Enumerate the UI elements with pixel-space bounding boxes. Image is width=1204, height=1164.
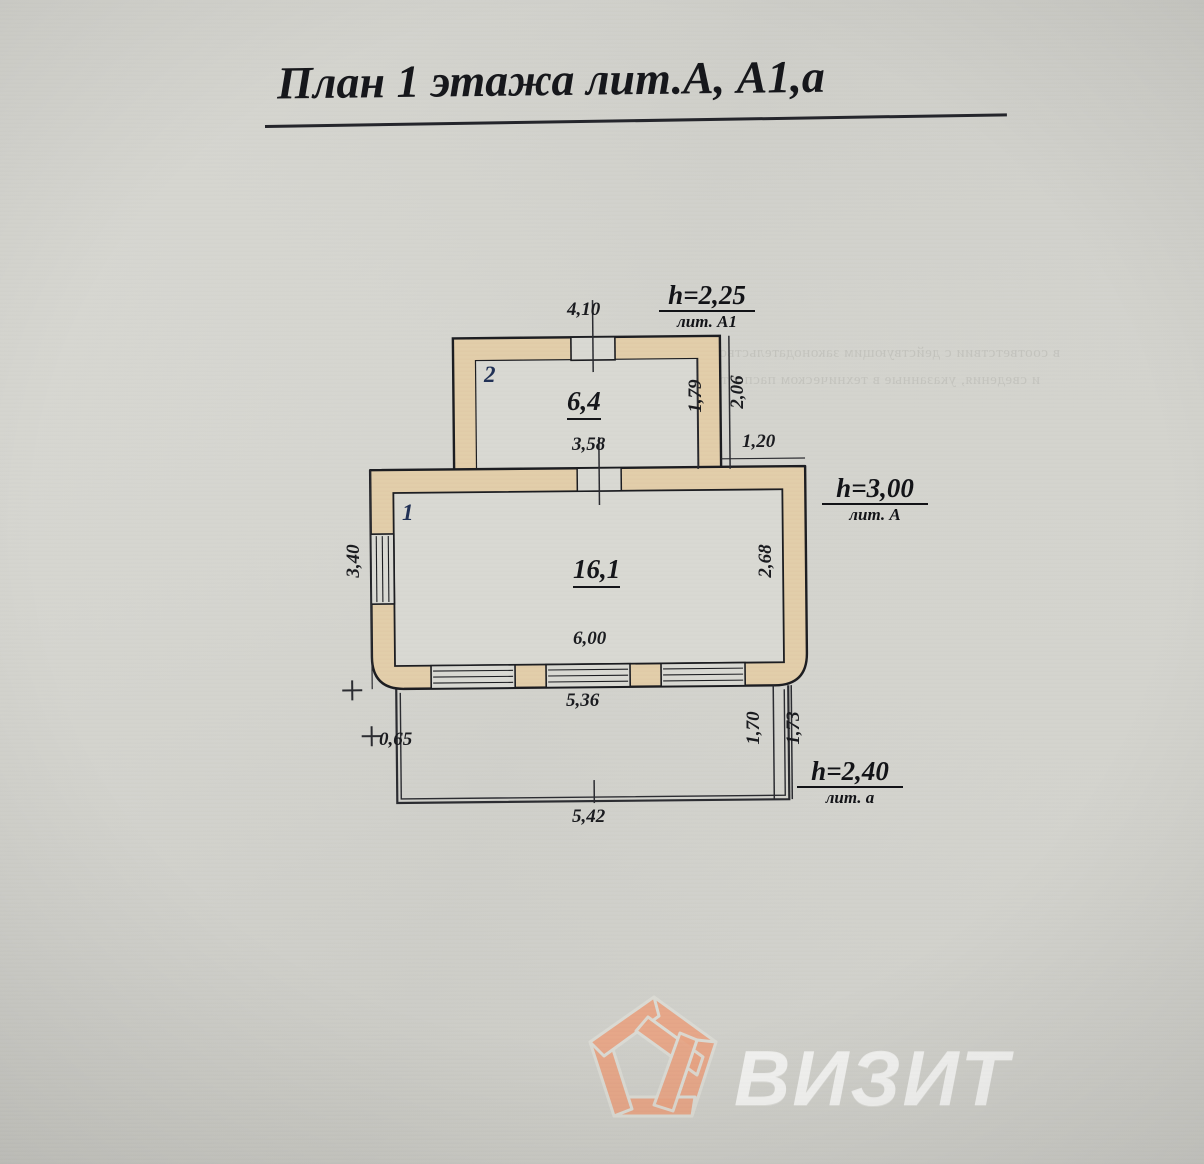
dimension-annex-offset: 1,20 [742, 431, 776, 452]
room-area-1: 16,1 [573, 554, 621, 588]
height-value-a: h=3,00 [836, 473, 914, 503]
terrace-outline [395, 685, 791, 805]
dimension-room2-bottom: 3,58 [572, 434, 606, 455]
dimension-room1-bottom-outer: 5,36 [566, 690, 600, 711]
benchmark-cross-marks [342, 680, 382, 747]
dimension-room1-right: 2,68 [755, 544, 776, 578]
dimension-room2-right-inner: 1,79 [685, 379, 706, 413]
height-value-terrace: h=2,40 [811, 756, 889, 786]
dimension-room2-top: 4,10 [567, 299, 601, 320]
height-label-a1: h=2,25 лит. А1 [659, 281, 755, 331]
window-bottom-2 [545, 662, 632, 689]
window-bottom-3 [660, 661, 747, 688]
dimension-room2-right-outer: 2,06 [727, 375, 748, 409]
room-1-walls [368, 464, 809, 691]
height-letter-terrace: лит. а [825, 788, 875, 808]
plan-geometry [342, 300, 809, 805]
dimension-terrace-right-outer: 1,73 [783, 711, 804, 745]
window-bottom-1 [430, 664, 517, 690]
dimension-lines [369, 300, 806, 804]
height-label-rule [659, 310, 755, 313]
room-number-2: 2 [484, 362, 496, 387]
window-left [369, 533, 396, 606]
room-number-1: 1 [402, 500, 414, 525]
dimension-terrace-offset: 0,65 [379, 729, 413, 750]
dimension-terrace-bottom: 5,42 [572, 806, 606, 827]
height-letter-a: лит. А [849, 505, 901, 525]
room-area-2: 6,4 [567, 386, 601, 420]
dimension-room1-left: 3,40 [343, 544, 364, 578]
height-value-a1: h=2,25 [668, 280, 746, 310]
height-label-a: h=3,00 лит. А [822, 474, 928, 524]
height-label-rule [797, 786, 903, 789]
height-letter-a1: лит. А1 [677, 312, 737, 332]
height-label-terrace: h=2,40 лит. а [797, 757, 903, 807]
dimension-room1-bottom-inner: 6,00 [573, 628, 607, 649]
height-label-rule [822, 503, 928, 506]
dimension-terrace-right-inner: 1,70 [743, 711, 764, 745]
